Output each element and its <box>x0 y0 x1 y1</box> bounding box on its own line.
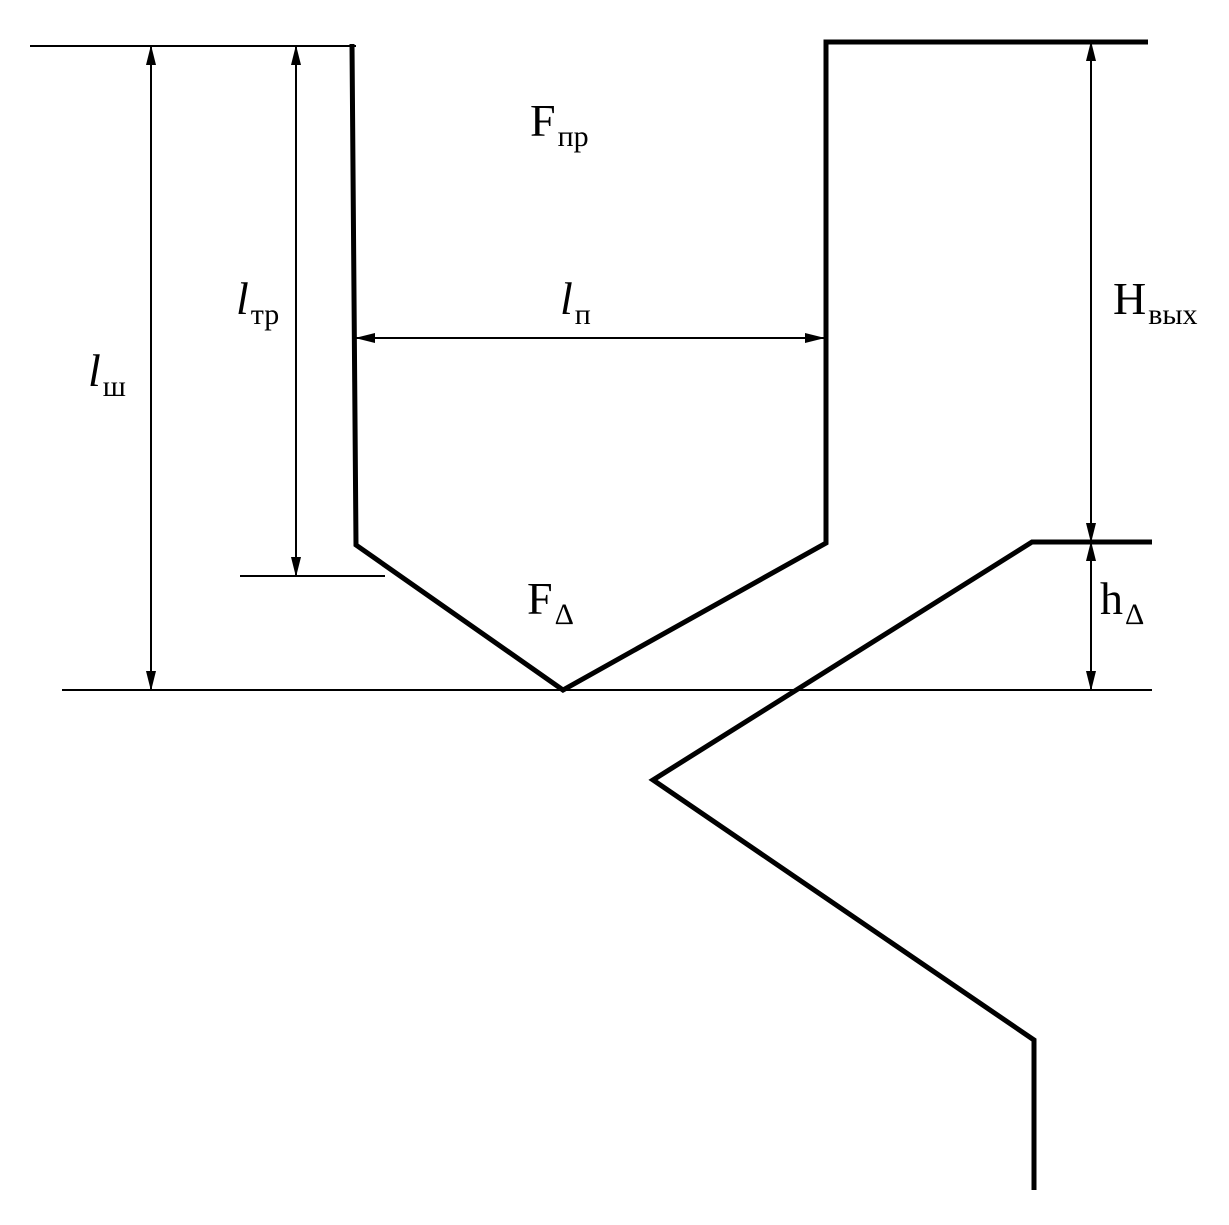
label-h-vyh-main: H <box>1113 273 1147 324</box>
label-f-delta: FΔ <box>527 576 574 630</box>
label-l-sh: lш <box>88 348 126 402</box>
label-h-delta: hΔ <box>1100 576 1144 630</box>
label-l-sh-sub: ш <box>102 370 126 403</box>
label-h-vyh-sub: вых <box>1148 298 1198 331</box>
label-l-p-main: l <box>560 273 573 324</box>
tooth-profile <box>648 539 1152 1190</box>
label-f-pr: Fпр <box>530 98 589 152</box>
label-l-sh-main: l <box>88 345 101 396</box>
label-f-delta-main: F <box>527 573 553 624</box>
label-h-delta-main: h <box>1100 573 1123 624</box>
label-f-pr-sub: пр <box>557 120 589 153</box>
label-l-p-sub: п <box>574 298 591 331</box>
label-l-tr-sub: тр <box>250 298 280 331</box>
label-h-vyh: Hвых <box>1113 276 1198 330</box>
slot-profile <box>349 39 1148 693</box>
label-h-delta-sub: Δ <box>1125 598 1145 631</box>
label-l-p: lп <box>560 276 591 330</box>
label-l-tr: lтр <box>236 276 279 330</box>
label-f-pr-main: F <box>530 95 556 146</box>
label-l-tr-main: l <box>236 273 249 324</box>
label-f-delta-sub: Δ <box>554 598 574 631</box>
